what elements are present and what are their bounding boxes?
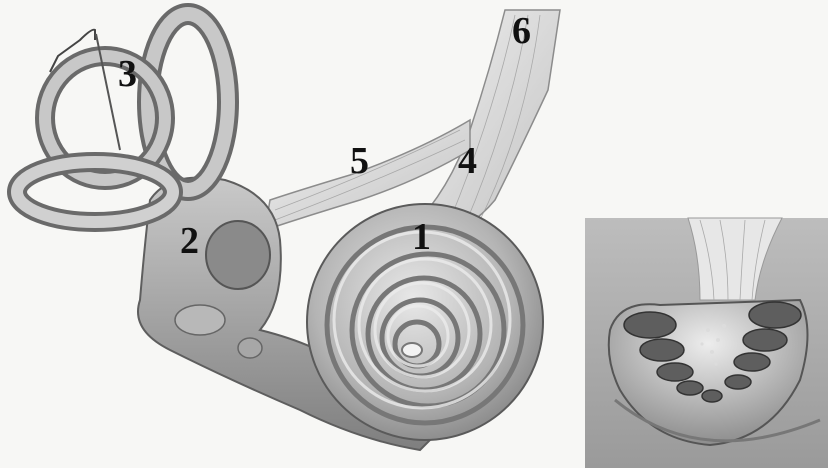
label-4: 4 — [458, 142, 477, 180]
label-3: 3 — [118, 55, 137, 93]
label-5: 5 — [350, 142, 369, 180]
label-2: 2 — [180, 222, 199, 260]
semicircular-canals — [17, 14, 228, 222]
label-6: 6 — [512, 12, 531, 50]
cochlea-cross-section-inset — [585, 218, 828, 468]
label-1: 1 — [412, 218, 431, 256]
